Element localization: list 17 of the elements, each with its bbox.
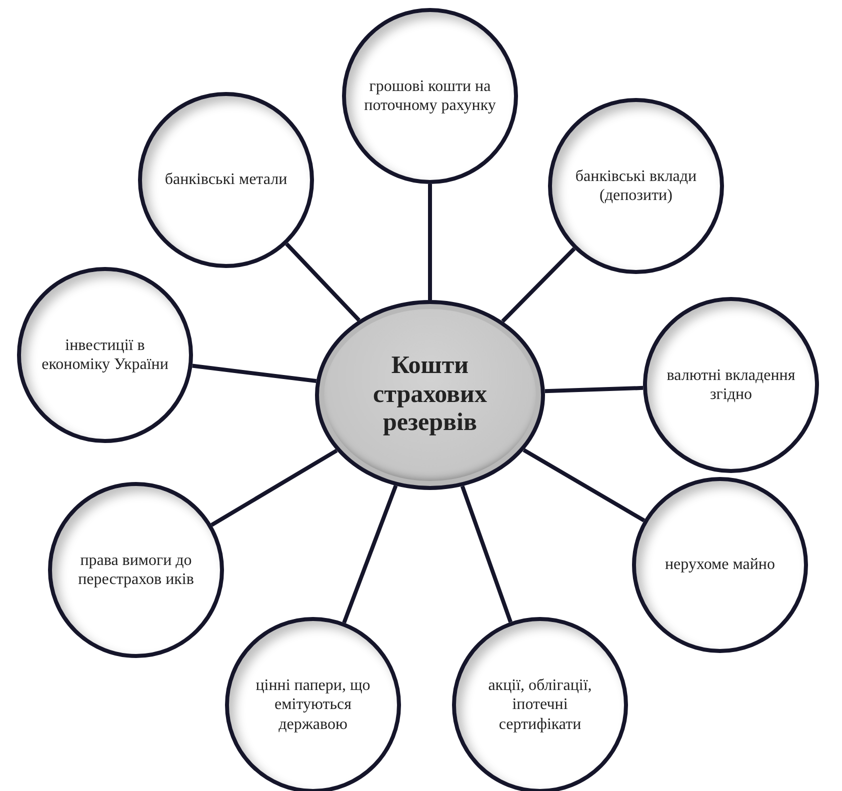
topic-label: грошові кошти на поточному рахунку	[363, 76, 497, 116]
connector-line	[544, 386, 644, 394]
topic-label: інвестиції в економіку України	[40, 336, 170, 374]
topic-label: акції, облігації, іпотечні сертифікати	[487, 676, 593, 734]
topic-label: валютні вкладення згідно	[666, 366, 796, 404]
topic-label: банківські метали	[164, 170, 288, 190]
connector-line	[428, 184, 432, 300]
topic-label: нерухоме майно	[664, 555, 776, 575]
central-title: Кошти страхових резервів	[372, 352, 488, 438]
connector-line	[285, 242, 360, 322]
connector-line	[192, 364, 316, 383]
connector-line	[210, 448, 338, 527]
topic-label: права вимоги до перестрахов иків	[77, 550, 195, 590]
connector-line	[522, 448, 646, 522]
topic-label: цінні папери, що емітуються державою	[254, 676, 372, 734]
topic-label: банківські вклади (депозити)	[574, 166, 698, 206]
connector-line	[501, 247, 576, 323]
